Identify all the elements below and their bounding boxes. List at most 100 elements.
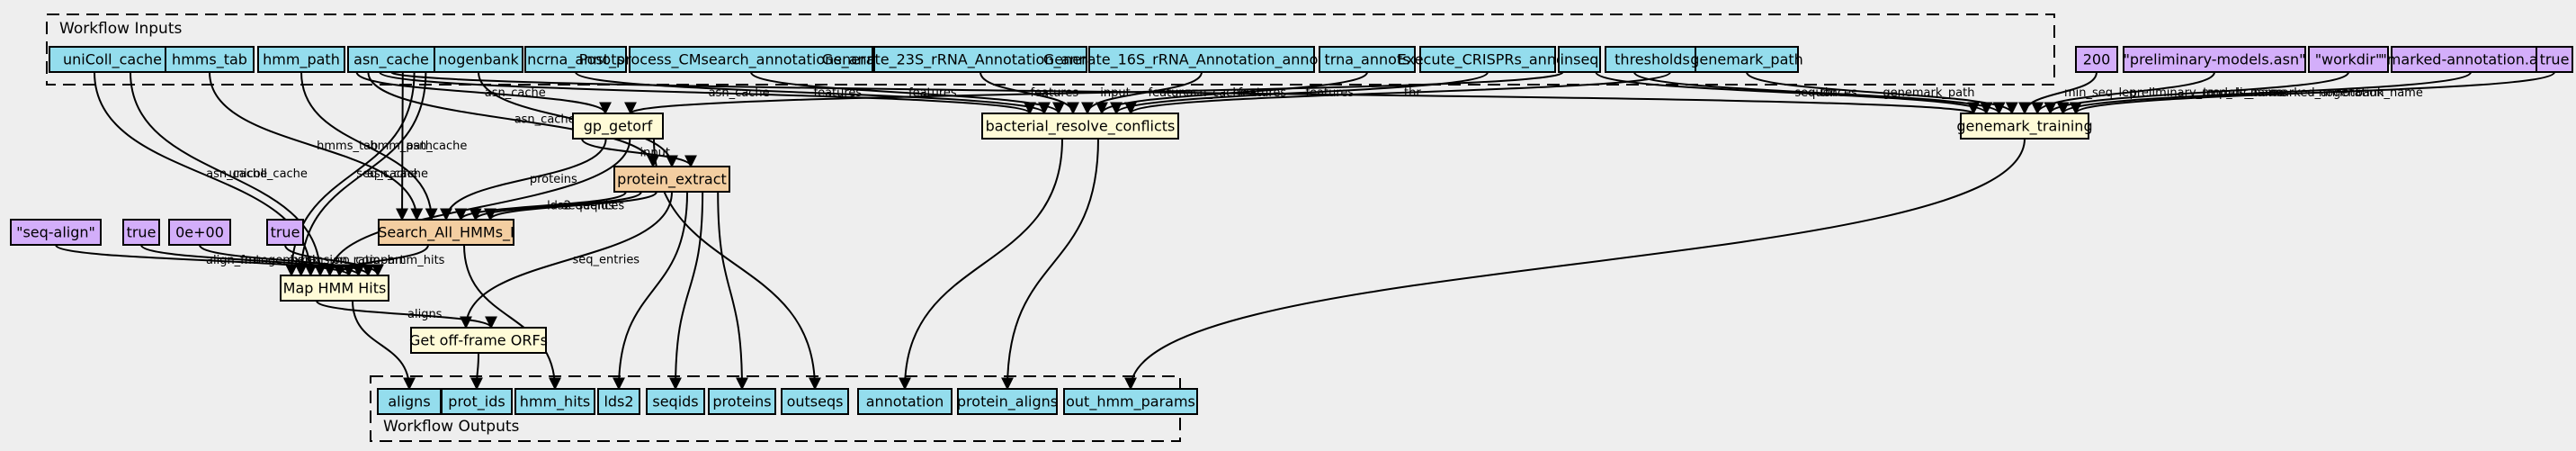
edge-label: hmm_path [370, 140, 433, 153]
node-box [2123, 46, 2306, 73]
node-box [2536, 46, 2573, 73]
edge-post_process-to-bacterial_resolve [750, 71, 1065, 115]
node-out-hmm-params: out_hmm_params [1063, 388, 1198, 415]
node-out-proteins: proteins [708, 388, 776, 415]
node-box [410, 327, 547, 354]
node-box [280, 275, 389, 302]
node-label: proteins [712, 393, 771, 410]
node-box [266, 219, 304, 246]
node-label: ncrna_annots [527, 51, 624, 69]
node-box [514, 388, 595, 415]
edge-protein_extract-to-search_hmms [469, 191, 642, 221]
node-crispr: Execute_CRISPRs_annots [1398, 46, 1579, 73]
node-label: out_hmm_params [1066, 393, 1195, 411]
node-label: lds2 [604, 393, 633, 410]
edge-label: thr [1404, 86, 1421, 100]
node-box [168, 219, 231, 246]
node-asn-cache: asn_cache [347, 46, 435, 73]
node-label: 200 [2083, 51, 2111, 68]
node-map-hmm: Map HMM Hits [280, 275, 389, 302]
node-workdir: "workdir" [2308, 46, 2389, 73]
edge-ncrna_annots-to-bacterial_resolve [575, 71, 1051, 115]
node-label: aligns [388, 393, 430, 410]
node-label: "workdir" [2315, 51, 2383, 68]
edge-p_zero-to-map_hmm [199, 244, 375, 277]
node-label: Post_process_CMsearch_annotations_annots… [579, 51, 924, 69]
edge-label: nogenbank [2319, 86, 2384, 100]
node-label: inseq [1561, 51, 1599, 68]
edge-gp_getorf-to-search_hmms [440, 138, 607, 221]
node-get-offframe: Get off-frame ORFs [409, 327, 548, 354]
node-box [441, 388, 513, 415]
edge-genemark_training-to-out_hmm_params [1124, 138, 2026, 391]
node-box [857, 388, 953, 415]
node-label: protein_extract [617, 171, 727, 189]
edge-search_hmms-to-out_hmm_hits [463, 244, 561, 391]
node-label: hmms_tab [172, 51, 247, 69]
node-label: bacterial_resolve_conflicts [986, 118, 1176, 136]
workflow-outputs-cluster-label: Workflow Outputs [383, 418, 520, 436]
node-box [2391, 46, 2551, 73]
node-p-true-1: true [122, 219, 160, 246]
node-thresholds: thresholds [1605, 46, 1700, 73]
node-box [524, 46, 627, 73]
node-p-true-2: true [266, 219, 304, 246]
edge-label: asn_cache [367, 167, 428, 181]
node-box [873, 46, 1087, 73]
node-label: nogenbank [438, 51, 519, 68]
edge-inseq-to-gp_getorf [624, 71, 1564, 115]
node-label: genemark_path [1690, 51, 1803, 69]
node-genemark-training: genemark_training [1956, 113, 2093, 140]
edge-gp_getorf-to-protein_extract [581, 138, 697, 168]
edge-protein_extract-to-search_hmms [454, 191, 627, 221]
edge-label: min_seq_len [2064, 86, 2136, 100]
node-box [1319, 46, 1416, 73]
node-box [165, 46, 255, 73]
edge-asn_cache-to-bacterial_resolve [379, 71, 1036, 115]
node-post-process: Post_process_CMsearch_annotations_annots… [579, 46, 924, 73]
node-box [434, 46, 523, 73]
node-label: asn_cache [353, 51, 429, 69]
node-gen16s: Generate_16S_rRNA_Annotation_annotation [1043, 46, 1360, 73]
node-label: Generate_16S_rRNA_Annotation_annotation [1043, 51, 1360, 69]
edge-bacterial_resolve-to-out_protein_aligns [1001, 138, 1099, 391]
workflow-inputs-cluster [46, 14, 2055, 86]
node-gp-getorf: gp_getorf [572, 113, 664, 140]
edge-map_hmm-to-get_offframe [316, 300, 497, 329]
node-label: Execute_CRISPRs_annots [1398, 51, 1579, 69]
node-box [10, 219, 102, 246]
node-box [2075, 46, 2118, 73]
edge-label: aligns [407, 308, 443, 321]
edge-thresholds-to-genemark_training [1633, 71, 2006, 115]
node-box [629, 46, 873, 73]
node-box [781, 388, 849, 415]
edge-hmm_path-to-search_hmms [300, 71, 438, 221]
node-box [981, 113, 1179, 140]
edge-label: hmm_hits [388, 254, 445, 267]
node-box [613, 166, 730, 193]
edge-label: seq_entries [573, 254, 640, 267]
node-out-aligns: aligns [377, 388, 442, 415]
node-box [646, 388, 705, 415]
node-label: "seq-align" [16, 224, 95, 241]
edge-protein_extract-to-search_hmms [484, 191, 657, 221]
workflow-inputs-cluster-label: Workflow Inputs [59, 20, 182, 38]
node-box [378, 219, 514, 246]
node-box [1960, 113, 2089, 140]
node-box [957, 388, 1058, 415]
node-box [49, 46, 176, 73]
edge-asn_cache-to-search_hmms [396, 71, 409, 221]
edge-seq_align-to-map_hmm [55, 244, 355, 277]
node-label: hmm_path [263, 51, 340, 69]
node-hmm-path: hmm_path [257, 46, 345, 73]
node-seq-align: "seq-align" [10, 219, 102, 246]
node-label: thresholds [1614, 51, 1690, 68]
node-label: gp_getorf [584, 118, 653, 136]
edge-genemark_path-to-genemark_training [1746, 71, 2018, 115]
node-label: "marked-annotation.asn" [2380, 51, 2561, 68]
edge-p200-to-genemark_training [2018, 71, 2097, 115]
edge-label: hmms_tab [317, 140, 378, 153]
edge-gen16s-to-bacterial_resolve [1081, 71, 1203, 115]
node-out-lds2: lds2 [597, 388, 640, 415]
node-label: protein_aligns [957, 393, 1058, 411]
